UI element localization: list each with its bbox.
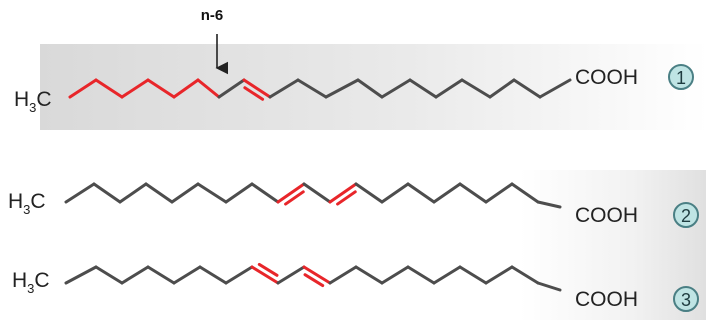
bond xyxy=(268,78,300,99)
bond xyxy=(380,265,410,285)
bond xyxy=(296,78,328,99)
bond xyxy=(120,265,150,285)
number-label-1: 1 xyxy=(676,68,686,88)
bond xyxy=(170,182,200,204)
molecule-3: H3C COOH 3 xyxy=(12,262,699,312)
bond-highlight xyxy=(250,265,280,285)
bond xyxy=(64,182,96,204)
bond xyxy=(64,265,98,285)
bond-highlight xyxy=(242,78,272,99)
bond xyxy=(146,265,176,285)
double-bond-line xyxy=(303,273,325,288)
bond xyxy=(458,182,488,204)
bond xyxy=(460,78,492,99)
carboxyl-label-2: COOH xyxy=(575,204,638,227)
bond xyxy=(432,265,462,285)
number-badge-1 xyxy=(668,64,694,90)
bond-highlight xyxy=(120,78,150,99)
bond xyxy=(434,78,464,99)
panel-molecule-1 xyxy=(40,44,706,130)
bond xyxy=(144,182,174,204)
carbon-chain-3 xyxy=(64,262,562,292)
bond xyxy=(94,265,124,285)
bond-highlight xyxy=(196,78,221,99)
number-badge-3 xyxy=(673,286,699,312)
bond-highlight xyxy=(276,182,306,204)
bond xyxy=(198,265,228,285)
bond xyxy=(250,182,280,204)
double-bond-line xyxy=(257,262,279,277)
methyl-label-1: H3C xyxy=(14,88,52,115)
methyl-label-2: H3C xyxy=(8,190,46,217)
bond xyxy=(224,265,254,285)
number-label-2: 2 xyxy=(681,206,691,226)
bond xyxy=(328,265,358,285)
bond xyxy=(510,265,540,285)
bond xyxy=(510,182,540,204)
double-bond-line xyxy=(336,190,357,206)
double-bond-line xyxy=(284,190,305,206)
bond xyxy=(406,182,436,204)
bond xyxy=(484,182,514,204)
molecule-2: H3C COOH 2 xyxy=(8,182,699,228)
methyl-label-3: H3C xyxy=(12,269,50,296)
carboxyl-label-1: COOH xyxy=(575,66,638,89)
number-badge-2 xyxy=(673,202,699,228)
bond xyxy=(380,78,412,99)
bond xyxy=(172,265,202,285)
bond-highlight xyxy=(68,78,98,99)
bond xyxy=(217,78,246,99)
bond xyxy=(538,78,572,99)
bond xyxy=(92,182,122,204)
bond xyxy=(302,182,332,204)
molecule-1: H3C COOH 1 xyxy=(14,64,694,115)
bond xyxy=(406,265,436,285)
bond xyxy=(536,281,562,292)
bond-highlight xyxy=(328,182,358,204)
carbon-chain-2 xyxy=(64,182,562,209)
bond xyxy=(536,200,562,209)
bond xyxy=(408,78,438,99)
bond xyxy=(224,182,254,204)
bond xyxy=(432,182,462,204)
bond xyxy=(488,78,516,99)
double-bond-line xyxy=(243,86,265,101)
carbon-chain-1 xyxy=(68,78,572,101)
bond-highlight xyxy=(146,78,176,99)
bond xyxy=(196,182,228,204)
bond xyxy=(118,182,148,204)
bond xyxy=(276,265,306,285)
bond xyxy=(380,182,410,204)
bond-highlight xyxy=(172,78,200,99)
bond-highlight xyxy=(302,265,332,285)
bond xyxy=(324,78,360,99)
bond xyxy=(354,265,384,285)
carboxyl-label-3: COOH xyxy=(575,288,638,311)
bond xyxy=(484,265,514,285)
bond xyxy=(354,182,384,204)
bond xyxy=(512,78,542,99)
number-label-3: 3 xyxy=(681,290,691,310)
bond xyxy=(458,265,488,285)
bond-highlight xyxy=(94,78,124,99)
bond xyxy=(356,78,384,99)
n6-marker-label: n-6 xyxy=(201,7,224,24)
